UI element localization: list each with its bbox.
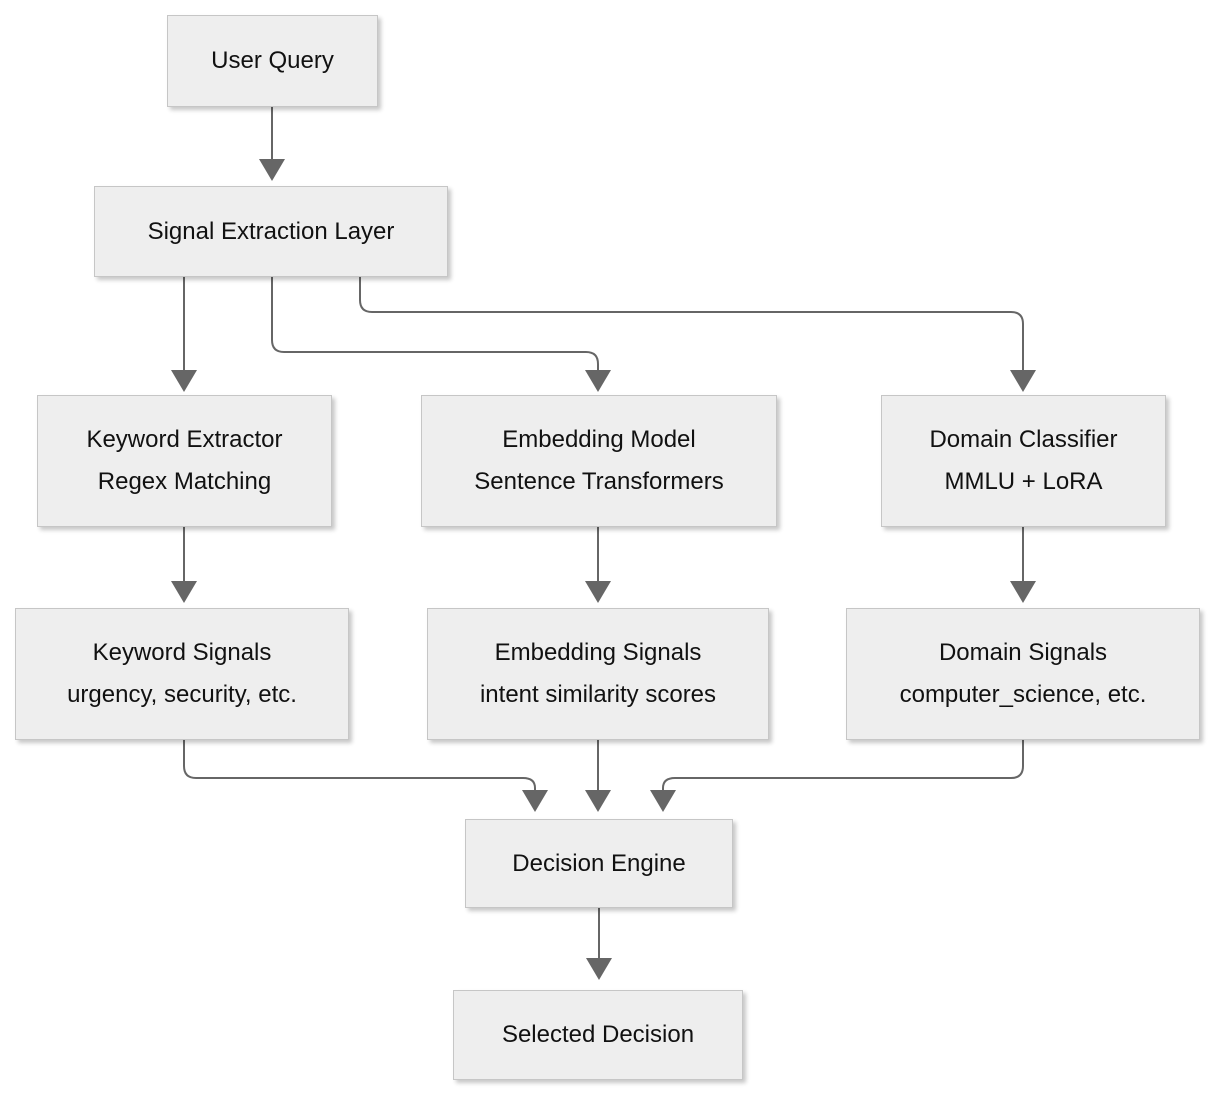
node-keyword-extractor: Keyword Extractor Regex Matching — [37, 395, 332, 527]
node-embedding-model: Embedding Model Sentence Transformers — [421, 395, 777, 527]
node-embedding-model-sublabel: Sentence Transformers — [474, 468, 724, 495]
node-embedding-signals-label: Embedding Signals — [494, 639, 702, 666]
node-selected-decision: Selected Decision — [453, 990, 743, 1080]
arrowhead-domain-signals — [1010, 581, 1036, 603]
node-embedding-model-label: Embedding Model — [502, 426, 696, 453]
arrowhead-decision-engine-center — [585, 790, 611, 812]
arrowhead-decision-engine-left — [522, 790, 548, 812]
node-user-query-label: User Query — [211, 47, 334, 74]
node-user-query: User Query — [167, 15, 378, 107]
arrowhead-signal-extraction — [259, 159, 285, 181]
arrowhead-domain-classifier — [1010, 370, 1036, 392]
edge-domain-signals-to-decision-engine — [662, 740, 1024, 790]
arrowhead-decision-engine-right — [650, 790, 676, 812]
arrowhead-selected-decision — [586, 958, 612, 980]
node-signal-extraction-layer-label: Signal Extraction Layer — [147, 217, 395, 245]
arrowhead-embedding-model — [585, 370, 611, 392]
node-domain-classifier-label: Domain Classifier — [929, 426, 1118, 453]
edge-signal-extraction-to-embedding-model — [271, 277, 599, 370]
node-keyword-extractor-sublabel: Regex Matching — [97, 468, 272, 495]
node-keyword-signals-sublabel: urgency, security, etc. — [67, 681, 297, 708]
node-keyword-signals: Keyword Signals urgency, security, etc. — [15, 608, 349, 740]
arrowhead-embedding-signals — [585, 581, 611, 603]
node-domain-classifier-sublabel: MMLU + LoRA — [944, 468, 1103, 495]
node-decision-engine-label: Decision Engine — [512, 849, 686, 877]
arrowhead-keyword-extractor — [171, 370, 197, 392]
node-domain-signals-label: Domain Signals — [938, 639, 1108, 666]
node-domain-classifier: Domain Classifier MMLU + LoRA — [881, 395, 1166, 527]
node-embedding-signals: Embedding Signals intent similarity scor… — [427, 608, 769, 740]
edge-keyword-signals-to-decision-engine — [183, 740, 536, 790]
node-keyword-extractor-label: Keyword Extractor — [86, 426, 283, 453]
node-domain-signals: Domain Signals computer_science, etc. — [846, 608, 1200, 740]
arrowhead-keyword-signals — [171, 581, 197, 603]
node-keyword-signals-label: Keyword Signals — [92, 639, 272, 666]
node-decision-engine: Decision Engine — [465, 819, 733, 908]
node-selected-decision-label: Selected Decision — [501, 1021, 695, 1048]
node-domain-signals-sublabel: computer_science, etc. — [899, 681, 1147, 708]
node-embedding-signals-sublabel: intent similarity scores — [479, 681, 717, 708]
edge-signal-extraction-to-domain-classifier — [359, 277, 1024, 370]
node-signal-extraction-layer: Signal Extraction Layer — [94, 186, 448, 277]
